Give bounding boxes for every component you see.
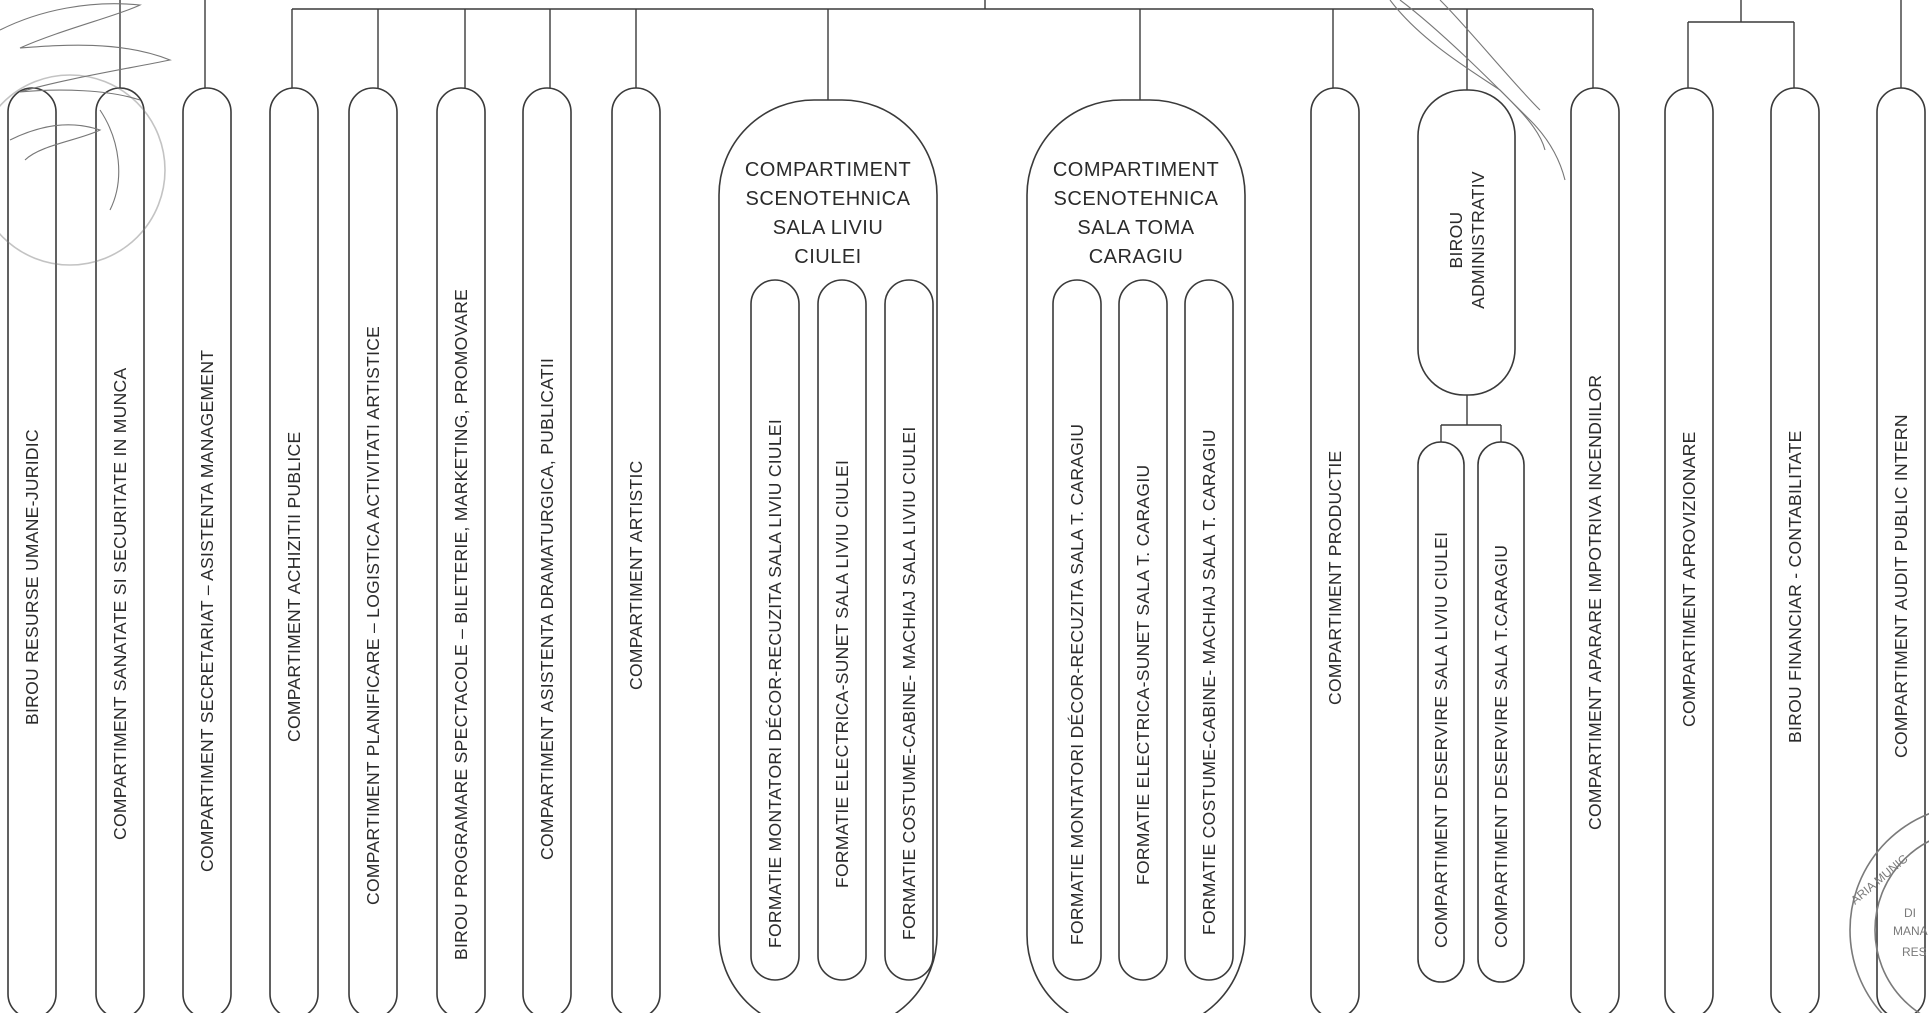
svg-text:ADMINISTRATIV: ADMINISTRATIV [1468,171,1488,309]
child-pill-caragiu-electrica [1118,279,1168,981]
child-pill-caragiu-costume [1184,279,1234,981]
signature-scribble [0,0,1566,211]
svg-text:MANA: MANA [1893,924,1928,938]
label-productie: COMPARTIMENT PRODUCTIE [1325,450,1345,705]
label-aparare-incendii: COMPARTIMENT APARARE IMPOTRIVA INCENDIIL… [1585,375,1605,830]
label-ciulei-electrica: FORMATIE ELECTRICA-SUNET SALA LIVIU CIUL… [832,460,852,888]
unit-labels: BIROU RESURSE UMANE-JURIDIC COMPARTIMENT… [22,289,1911,960]
unit-pill-sanatate-securitate [95,87,145,1013]
child-pill-ciulei-decor [750,279,800,981]
title-scenotehnica-ciulei: COMPARTIMENT SCENOTEHNICA SALA LIVIU CIU… [745,159,911,268]
unit-pill-secretariat [182,87,232,1013]
label-deservire-caragiu: COMPARTIMENT DESERVIRE SALA T.CARAGIU [1491,545,1511,948]
label-audit: COMPARTIMENT AUDIT PUBLIC INTERN [1891,414,1911,758]
unit-pill-programare [436,87,486,1013]
unit-pill-audit [1876,87,1926,1013]
label-secretariat: COMPARTIMENT SECRETARIAT – ASISTENTA MAN… [197,350,217,872]
unit-pill-achizitii [269,87,319,1013]
label-asistenta-dramaturgica: COMPARTIMENT ASISTENTA DRAMATURGICA, PUB… [537,358,557,860]
unit-pill-financiar [1770,87,1820,1013]
svg-text:COMPARTIMENT: COMPARTIMENT [1053,159,1219,181]
unit-pill-aparare-incendii [1570,87,1620,1013]
svg-text:COMPARTIMENT: COMPARTIMENT [745,159,911,181]
label-artistic: COMPARTIMENT ARTISTIC [626,460,646,690]
unit-pill-asistenta-dramaturgica [522,87,572,1013]
child-labels: FORMATIE MONTATORI DÉCOR-RECUZITA SALA L… [765,419,1511,948]
connectors [119,0,1902,442]
child-pill-deservire-ciulei [1417,441,1465,983]
unit-pill-artistic [611,87,661,1013]
svg-text:RES: RES [1902,945,1927,959]
label-caragiu-electrica: FORMATIE ELECTRICA-SUNET SALA T. CARAGIU [1133,465,1153,885]
unit-pills [7,87,1926,1013]
label-planificare: COMPARTIMENT PLANIFICARE – LOGISTICA ACT… [363,326,383,905]
svg-text:DI: DI [1904,906,1916,920]
label-caragiu-decor: FORMATIE MONTATORI DÉCOR-RECUZITA SALA T… [1067,424,1087,945]
label-caragiu-costume: FORMATIE COSTUME-CABINE- MACHIAJ SALA T.… [1199,429,1219,935]
svg-text:SALA TOMA: SALA TOMA [1077,217,1194,239]
unit-pill-aprovizionare [1664,87,1714,1013]
label-ciulei-decor: FORMATIE MONTATORI DÉCOR-RECUZITA SALA L… [765,419,785,948]
svg-text:CARAGIU: CARAGIU [1089,246,1184,268]
label-aprovizionare: COMPARTIMENT APROVIZIONARE [1679,431,1699,727]
stamp-top-left [0,74,166,266]
svg-text:SCENOTEHNICA: SCENOTEHNICA [1054,188,1219,210]
label-achizitii: COMPARTIMENT ACHIZITII PUBLICE [284,432,304,742]
unit-pill-productie [1310,87,1360,1013]
svg-text:SCENOTEHNICA: SCENOTEHNICA [746,188,911,210]
svg-text:SALA LIVIU: SALA LIVIU [773,217,884,239]
child-pill-caragiu-decor [1052,279,1102,981]
label-sanatate-securitate: COMPARTIMENT SANATATE SI SECURITATE IN M… [110,368,130,840]
label-ciulei-costume: FORMATIE COSTUME-CABINE- MACHIAJ SALA LI… [899,426,919,940]
unit-pill-planificare [348,87,398,1013]
label-birou-resurse-umane: BIROU RESURSE UMANE-JURIDIC [22,429,42,725]
label-deservire-ciulei: COMPARTIMENT DESERVIRE SALA LIVIU CIULEI [1431,532,1451,948]
label-financiar: BIROU FINANCIAR - CONTABILITATE [1785,430,1805,743]
svg-text:CIULEI: CIULEI [794,246,861,268]
child-pill-ciulei-costume [884,279,934,981]
child-pill-ciulei-electrica [817,279,867,981]
label-programare: BIROU PROGRAMARE SPECTACOLE – BILETERIE,… [451,289,471,960]
box-birou-administrativ [1417,89,1516,396]
title-scenotehnica-caragiu: COMPARTIMENT SCENOTEHNICA SALA TOMA CARA… [1053,159,1219,268]
child-pill-deservire-caragiu [1477,441,1525,983]
title-birou-administrativ: BIROU ADMINISTRATIV [1446,171,1488,309]
unit-pill-birou-resurse-umane [7,87,57,1013]
svg-text:BIROU: BIROU [1446,212,1466,269]
